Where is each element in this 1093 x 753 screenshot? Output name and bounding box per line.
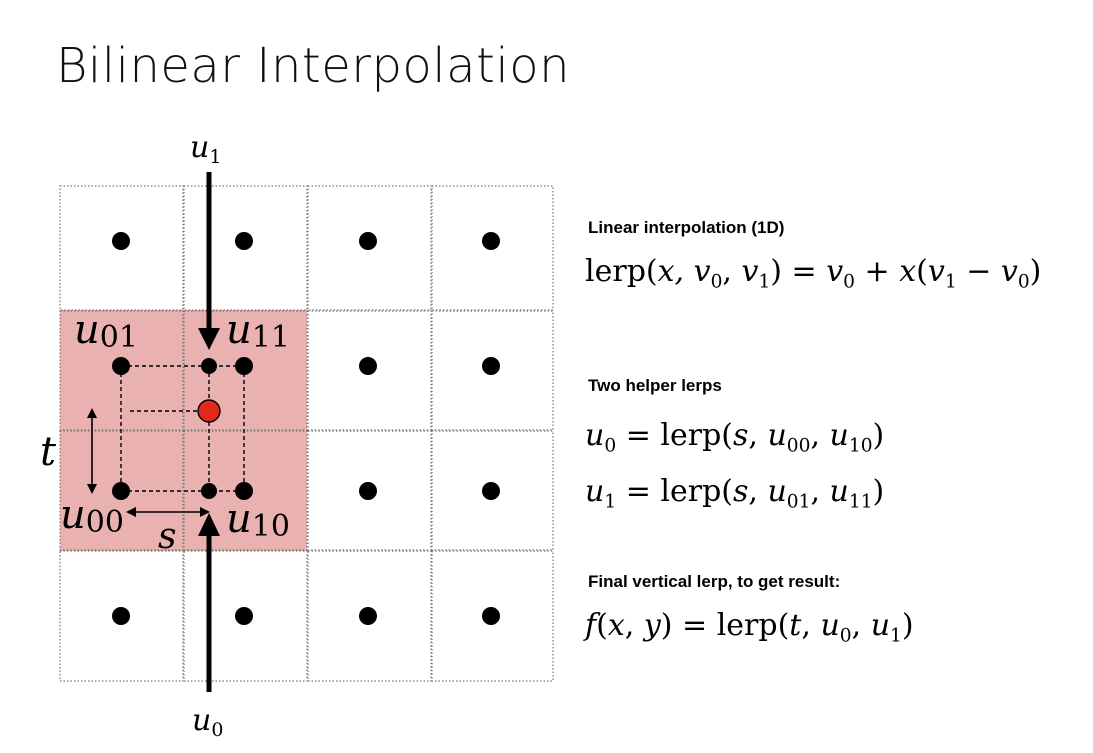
sample-point-u00 (112, 482, 130, 500)
grid-cell (307, 430, 432, 551)
s-arrow-head-right (200, 507, 210, 517)
formula-u1: u1 = lerp(s, u01, u11) (585, 474, 885, 513)
bilinear-diagram: u1 u0 u01 u11 u00 u10 t s (40, 130, 554, 741)
sample-point (359, 607, 377, 625)
grid-cell (59, 310, 184, 431)
label-u0-bottom: u0 (192, 703, 223, 741)
sample-point (482, 482, 500, 500)
t-arrow-head-bottom (87, 484, 97, 494)
sample-point (359, 482, 377, 500)
grid-cell (431, 185, 554, 311)
label-u10: u10 (226, 496, 290, 544)
grid-cell (431, 550, 554, 682)
sample-point (112, 607, 130, 625)
grid-cell (183, 185, 308, 311)
grid-cell (431, 310, 554, 431)
formula-lerp-definition: lerp(x, v0, v1) = v0 + x(v1 − v0) (585, 254, 1042, 293)
lerp-point-u0 (201, 483, 217, 499)
sample-point (235, 607, 253, 625)
label-t: t (40, 429, 57, 475)
sample-point (359, 232, 377, 250)
heading-helper-lerps: Two helper lerps (588, 376, 722, 395)
arrows (87, 172, 220, 692)
label-u00: u00 (60, 492, 124, 540)
diagram-labels: u1 u0 u01 u11 u00 u10 t s (40, 130, 290, 741)
t-arrow-head-top (87, 408, 97, 418)
formula-u0: u0 = lerp(s, u00, u10) (585, 418, 885, 457)
grid-cell (307, 550, 432, 682)
slide-title: Bilinear Interpolation (56, 38, 570, 94)
grid-cell (59, 550, 184, 682)
label-u01: u01 (74, 307, 138, 355)
lerp-point-u1 (201, 358, 217, 374)
sample-point (235, 232, 253, 250)
interpolation-guides (120, 365, 245, 492)
sample-point (112, 232, 130, 250)
label-s: s (158, 516, 176, 557)
grid-cell (307, 185, 432, 311)
label-u11: u11 (226, 307, 290, 355)
heading-final-lerp: Final vertical lerp, to get result: (588, 572, 841, 591)
query-point (197, 399, 221, 423)
arrow-down-head (198, 328, 220, 350)
arrow-up-head (198, 513, 220, 536)
sample-point (482, 232, 500, 250)
grid-cell (183, 310, 308, 431)
label-u1-top: u1 (190, 130, 221, 168)
grid-cell (307, 310, 432, 431)
sample-point (359, 357, 377, 375)
formula-final: f(x, y) = lerp(t, u0, u1) (585, 608, 914, 647)
sample-points (112, 232, 500, 625)
sample-point (482, 607, 500, 625)
sample-point (482, 357, 500, 375)
sample-point-u10 (235, 482, 253, 500)
grid-cell (59, 430, 184, 551)
grid-cell (59, 185, 184, 311)
grid-cell (431, 430, 554, 551)
grid-cell (183, 550, 308, 682)
heading-linear-interpolation: Linear interpolation (1D) (588, 218, 785, 237)
sample-point-u01 (112, 357, 130, 375)
sample-point-u11 (235, 357, 253, 375)
s-arrow-head-left (126, 507, 136, 517)
